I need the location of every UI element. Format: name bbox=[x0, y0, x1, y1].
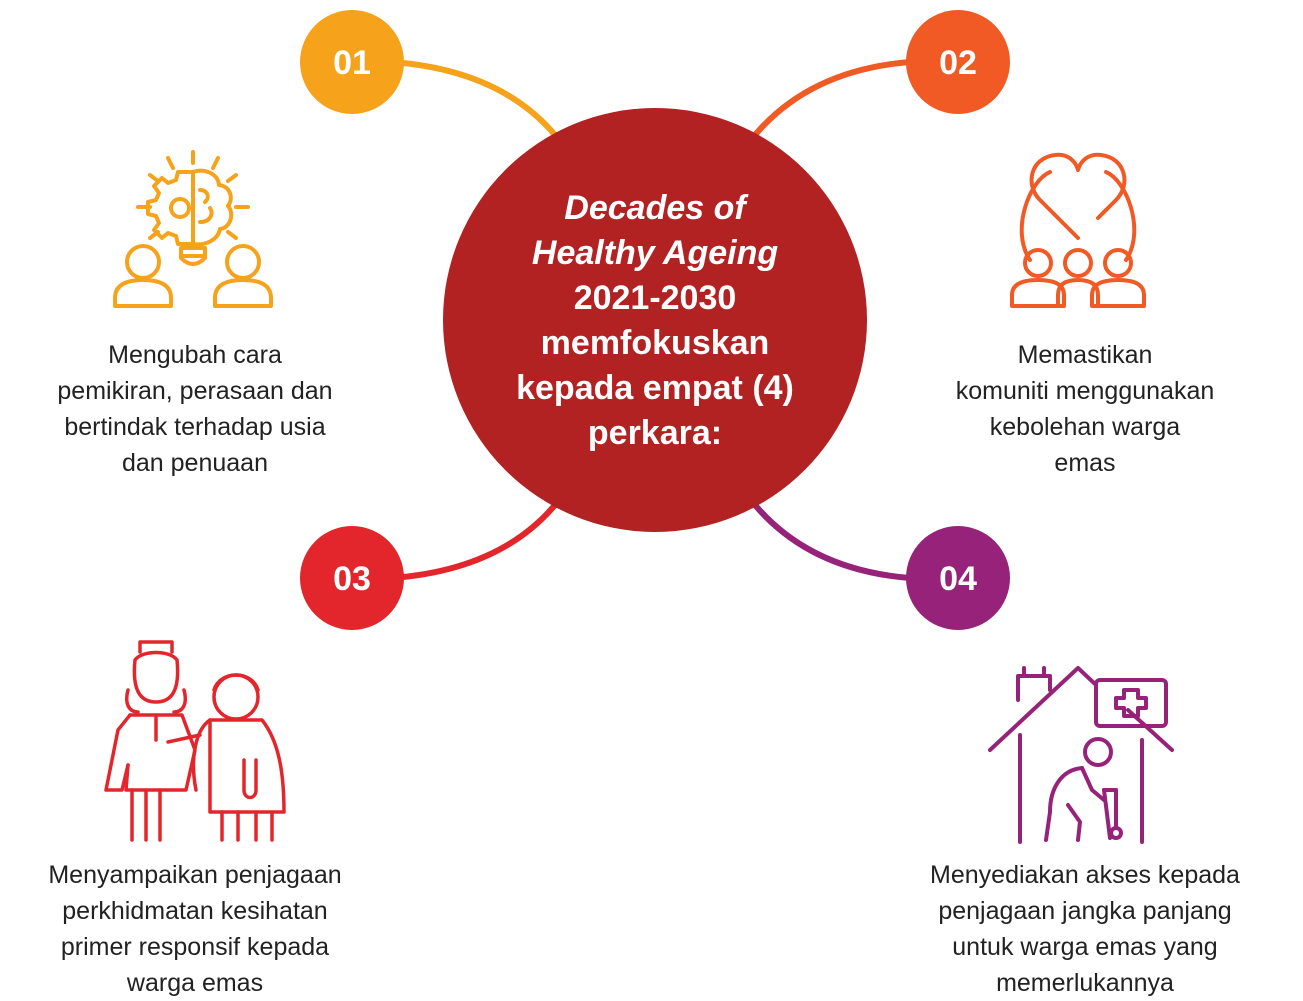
badge-03-number: 03 bbox=[333, 560, 371, 598]
connector-04 bbox=[752, 503, 911, 581]
caption-line: primer responsif kepada bbox=[60, 933, 330, 961]
badge-01: 01 bbox=[300, 10, 404, 114]
center-title-line6: perkara: bbox=[587, 414, 723, 452]
caption-01: Mengubah cara pemikiran, perasaan dan be… bbox=[20, 337, 370, 481]
caption-line: pemikiran, perasaan dan bbox=[57, 377, 333, 405]
connector-01 bbox=[391, 59, 558, 137]
badge-04-number: 04 bbox=[939, 560, 977, 598]
heart-community-icon bbox=[1010, 152, 1146, 308]
home-care-icon bbox=[988, 666, 1174, 844]
caption-line: warga emas bbox=[126, 969, 264, 997]
caption-line: bertindak terhadap usia bbox=[64, 413, 326, 441]
center-circle bbox=[443, 108, 867, 532]
mindset-people-icon bbox=[113, 150, 273, 308]
caption-line: memerlukannya bbox=[996, 969, 1174, 997]
badge-01-number: 01 bbox=[333, 44, 371, 82]
caption-04: Menyediakan akses kepada penjagaan jangk… bbox=[880, 857, 1290, 1001]
center-title-line5: kepada empat (4) bbox=[516, 369, 794, 407]
caption-line: Menyediakan akses kepada bbox=[930, 861, 1240, 889]
center-title-line2: Healthy Ageing bbox=[531, 234, 779, 272]
caption-line: dan penuaan bbox=[122, 449, 268, 477]
center-title-line3: 2021-2030 bbox=[573, 279, 737, 317]
center-title-line1: Decades of bbox=[564, 189, 746, 227]
nurse-elderly-icon bbox=[104, 640, 286, 842]
caption-line: perkhidmatan kesihatan bbox=[62, 897, 328, 925]
caption-line: Mengubah cara bbox=[108, 341, 282, 369]
badge-02-number: 02 bbox=[939, 44, 977, 82]
caption-line: kebolehan warga bbox=[989, 413, 1181, 441]
badge-02: 02 bbox=[906, 10, 1010, 114]
caption-line: untuk warga emas yang bbox=[952, 933, 1218, 961]
connector-03 bbox=[391, 503, 558, 581]
caption-02: Memastikan komuniti menggunakan keboleha… bbox=[910, 337, 1260, 481]
center-title-line4: memfokuskan bbox=[540, 324, 770, 362]
caption-line: emas bbox=[1054, 449, 1116, 477]
connector-02 bbox=[752, 59, 911, 137]
caption-line: komuniti menggunakan bbox=[955, 377, 1215, 405]
caption-03: Menyampaikan penjagaan perkhidmatan kesi… bbox=[10, 857, 380, 1001]
caption-line: penjagaan jangka panjang bbox=[938, 897, 1232, 925]
center-title: Decades of Healthy Ageing 2021-2030 memf… bbox=[470, 186, 840, 456]
badge-04: 04 bbox=[906, 526, 1010, 630]
caption-line: Memastikan bbox=[1017, 341, 1153, 369]
caption-line: Menyampaikan penjagaan bbox=[48, 861, 342, 889]
badge-03: 03 bbox=[300, 526, 404, 630]
